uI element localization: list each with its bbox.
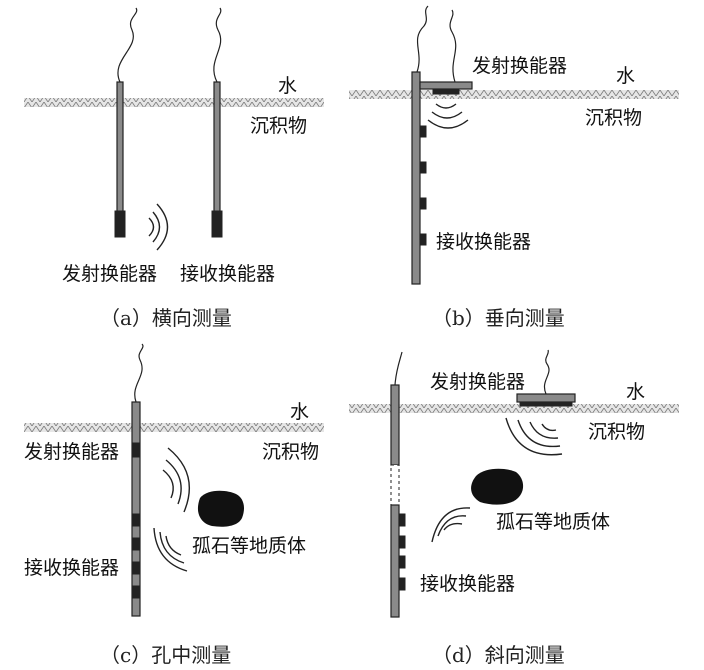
transmitter-plate-d (516, 393, 576, 403)
transmitter-plate-b (419, 81, 473, 90)
borehole-upper-d (390, 384, 400, 466)
wave-c-up-3 (167, 447, 191, 513)
label-sediment-a: 沉积物 (250, 115, 307, 137)
wave-a-3 (156, 203, 169, 251)
wave-c-down-3 (153, 527, 188, 572)
wave-a-2 (152, 211, 161, 243)
wave-d-up-1 (541, 423, 557, 432)
receiver-block-c-1 (131, 513, 141, 527)
label-water-d: 水 (626, 381, 645, 403)
label-sediment-b: 沉积物 (585, 107, 642, 129)
receiver-block-b-2 (419, 161, 427, 174)
receiver-block-c-2 (131, 537, 141, 551)
label-receiver-b: 接收换能器 (436, 231, 531, 253)
cable-borehole-b (416, 5, 429, 73)
wave-d-up-4 (505, 417, 563, 456)
cable-right-a (213, 7, 222, 83)
label-boulder-c: 孤石等地质体 (192, 535, 306, 557)
label-receiver-d: 接收换能器 (420, 573, 515, 595)
label-water-c: 水 (290, 401, 309, 423)
borehole-left-a (116, 81, 124, 213)
cable-transmitter-d (544, 349, 550, 395)
label-water-a: 水 (278, 75, 297, 97)
borehole-lower-d (390, 504, 400, 618)
label-sediment-c: 沉积物 (262, 441, 319, 463)
receiver-block-a (211, 210, 223, 238)
boulder-c (197, 490, 244, 527)
wave-d-down-3 (431, 507, 471, 543)
caption-c: （c）孔中测量 (100, 643, 231, 667)
borehole-b (411, 71, 421, 285)
label-transmitter-b: 发射换能器 (472, 55, 567, 77)
receiver-block-c-4 (131, 585, 141, 599)
sediment-surface-c (24, 423, 324, 432)
wave-d-down-1 (443, 522, 463, 531)
cable-c (134, 343, 144, 403)
wave-a-1 (148, 217, 155, 237)
panel-a: 水 沉积物 发射换能器 接收换能器 （a）横向测量 (24, 7, 324, 330)
receiver-block-d-1 (398, 513, 406, 527)
panel-d: 发射换能器 水 沉积物 孤石等地质体 接收换能器 （d）斜向测量 (349, 349, 679, 667)
wave-c-down-2 (159, 531, 185, 564)
wave-c-down-1 (165, 535, 182, 556)
wave-b-1 (435, 103, 457, 109)
sediment-surface-b (349, 90, 679, 99)
receiver-block-d-2 (398, 535, 406, 549)
label-water-b: 水 (616, 65, 635, 87)
wave-b-3 (427, 119, 469, 129)
label-transmitter-c: 发射换能器 (24, 441, 119, 463)
cable-left-a (117, 7, 138, 83)
label-transmitter-a: 发射换能器 (62, 263, 157, 285)
sediment-surface-a (24, 98, 324, 107)
transmitter-block-c (131, 442, 141, 458)
borehole-c (131, 401, 141, 617)
borehole-right-a (213, 81, 221, 213)
label-transmitter-d: 发射换能器 (430, 371, 525, 393)
label-boulder-d: 孤石等地质体 (496, 511, 610, 533)
transmitter-block-a (114, 210, 126, 238)
caption-a: （a）横向测量 (100, 306, 232, 330)
label-receiver-a: 接收换能器 (180, 263, 275, 285)
wave-d-up-2 (529, 421, 559, 439)
receiver-block-b-1 (419, 125, 427, 138)
receiver-block-c-3 (131, 561, 141, 575)
label-receiver-c: 接收换能器 (24, 557, 119, 579)
label-sediment-d: 沉积物 (588, 421, 645, 443)
receiver-block-b-4 (419, 233, 427, 246)
receiver-block-b-3 (419, 197, 427, 210)
wave-d-down-2 (437, 515, 467, 537)
cable-transmitter-b (449, 9, 457, 83)
caption-d: （d）斜向测量 (432, 643, 565, 667)
cable-borehole-d (394, 351, 403, 386)
caption-b: （b）垂向测量 (432, 306, 565, 330)
boulder-d (471, 468, 524, 505)
borehole-dashed-d (390, 464, 400, 506)
panel-b: 发射换能器 水 沉积物 接收换能器 （b）垂向测量 (349, 5, 679, 330)
transmitter-block-b (432, 88, 460, 95)
wave-b-2 (431, 111, 463, 119)
panel-c: 水 发射换能器 沉积物 孤石等地质体 接收换能器 （c）孔中测量 (24, 343, 324, 667)
sediment-surface-d (349, 404, 679, 413)
transmitter-block-d (519, 401, 573, 407)
receiver-block-d-4 (398, 577, 406, 591)
wave-c-up-1 (162, 469, 174, 499)
wave-c-up-2 (165, 459, 182, 505)
wave-d-up-3 (517, 419, 561, 448)
receiver-block-d-3 (398, 555, 406, 569)
